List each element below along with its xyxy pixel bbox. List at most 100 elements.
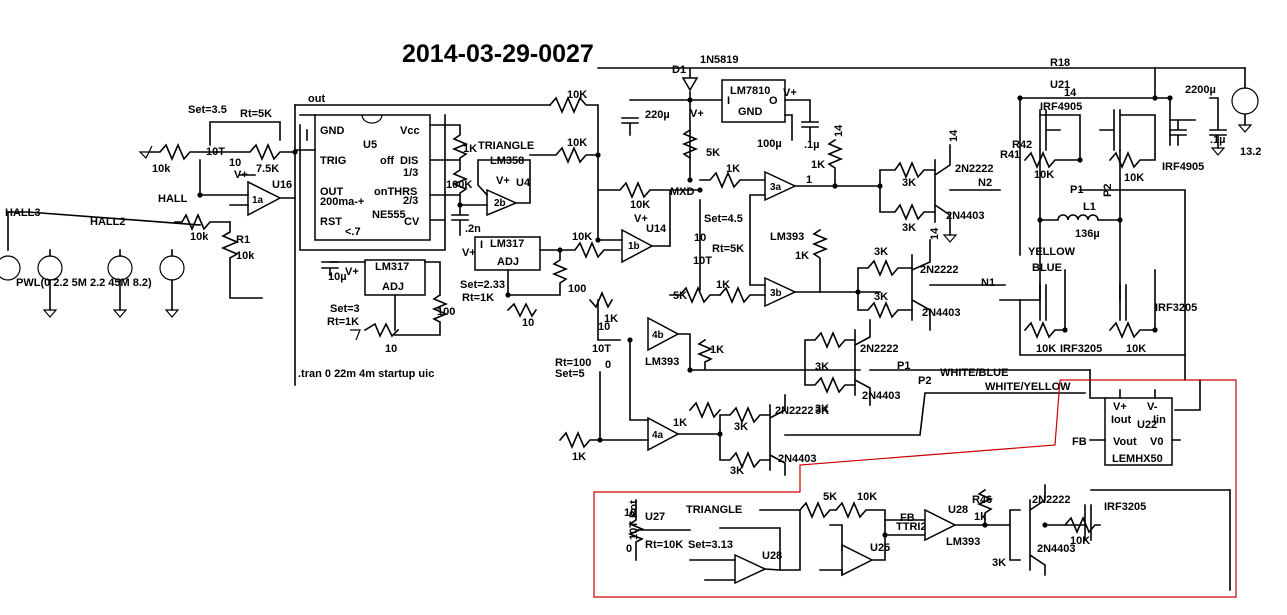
label-r1k-i: 1K xyxy=(572,451,586,463)
label-two-third: 2/3 xyxy=(403,195,418,207)
label-r10-b: 10 xyxy=(385,343,397,355)
label-dis: DIS xyxy=(400,155,418,167)
label-r1k-b: 1K xyxy=(726,163,740,175)
label-lm7810-vplus: V+ xyxy=(783,87,797,99)
label-oa3a: 3a xyxy=(770,182,782,193)
label-l1: L1 xyxy=(1083,201,1096,213)
label-r10k-top: 10K xyxy=(567,89,587,101)
label-lm358: LM358 xyxy=(490,155,524,167)
label-v0: V0 xyxy=(1150,436,1163,448)
label-r3k-i: 3K xyxy=(815,405,829,417)
label-r10k-a: 10k xyxy=(152,163,171,175)
label-lm317a-vplus: V+ xyxy=(462,247,476,259)
ne555-section: GND Vcc U5 TRIG off DIS 1/3 OUT onTHRS 2… xyxy=(294,89,599,355)
label-ne555: NE555 xyxy=(372,209,406,221)
label-r3k-a: 3K xyxy=(902,177,916,189)
label-r10k-g: 10K xyxy=(1126,343,1146,355)
label-irf3205-b: IRF3205 xyxy=(1060,343,1102,355)
label-r3k-e: 3K xyxy=(815,361,829,373)
label-r0b: 0 xyxy=(626,543,632,555)
label-r10-a: 10 xyxy=(229,157,241,169)
label-vcc: Vcc xyxy=(400,125,420,137)
label-2n4403-e: 2N4403 xyxy=(1037,543,1076,555)
label-r10k-h: 10K xyxy=(857,491,877,503)
label-u14-vplus: V+ xyxy=(634,213,648,225)
label-fb: FB xyxy=(1072,436,1087,448)
label-set35: Set=3.5 xyxy=(188,104,227,116)
label-10t-c: 10T xyxy=(693,255,712,267)
label-c1u: .1µ xyxy=(804,139,820,151)
label-u16: U16 xyxy=(272,179,292,191)
label-vout: Vout xyxy=(1113,436,1137,448)
label-gnd-reg: GND xyxy=(738,106,763,118)
power-stage-section: R18 U21 14 IRF4905 R42 R41 10K 10K IRF49… xyxy=(999,57,1261,381)
label-2n2222-a: 2N2222 xyxy=(955,163,994,175)
label-r10k-c: 10k xyxy=(236,250,255,262)
label-lm317b-vplus: V+ xyxy=(345,266,359,278)
label-iin: Iin xyxy=(1153,414,1166,426)
label-r1k-e: 1K xyxy=(795,250,809,262)
label-r41: R41 xyxy=(1000,149,1020,161)
label-r10-e: 10 xyxy=(624,507,636,519)
label-set3: Set=3 xyxy=(330,303,360,315)
label-r75k: 7.5K xyxy=(256,163,279,175)
label-r1k-a: 1K xyxy=(463,143,477,155)
label-14-c: 14 xyxy=(948,129,960,142)
label-p1b: P1 xyxy=(897,360,910,372)
label-blue: BLUE xyxy=(1032,262,1062,274)
label-r42: R42 xyxy=(1012,139,1032,151)
label-p1: P1 xyxy=(1070,184,1083,196)
label-irf3205-a: IRF3205 xyxy=(1155,302,1197,314)
label-10t-d: 10T xyxy=(592,343,611,355)
junction-dot xyxy=(1152,327,1158,333)
lm317-adj-section: LM317 ADJ I V+ Set=2.33 Rt=1K 100 10 10K… xyxy=(460,54,1246,329)
label-2n2222-b: 2N2222 xyxy=(920,264,959,276)
label-set313: Set=3.13 xyxy=(688,539,733,551)
label-14-u21: 14 xyxy=(1064,87,1077,99)
label-r10k-f: 10K xyxy=(1036,343,1056,355)
label-2n4403-c: 2N4403 xyxy=(862,390,901,402)
label-r1k-c: 1K xyxy=(811,159,825,171)
label-r3k-c: 3K xyxy=(874,246,888,258)
label-r10k-d: 10K xyxy=(1034,169,1054,181)
junction-dot xyxy=(687,367,693,373)
junction-dot xyxy=(595,152,601,158)
label-white-blue: WHITE/BLUE xyxy=(940,367,1008,379)
label-c10u: 10µ xyxy=(328,271,347,283)
label-2n4403-b: 2N4403 xyxy=(922,307,961,319)
label-200ma: 200ma-+ xyxy=(320,196,364,208)
junction-dots xyxy=(197,95,1173,538)
label-u14: U14 xyxy=(646,223,667,235)
label-1n5819: 1N5819 xyxy=(700,54,739,66)
label-r10k-e: 10K xyxy=(1124,172,1144,184)
label-irf4905-b: IRF4905 xyxy=(1162,161,1204,173)
label-hall3: HALL3 xyxy=(5,207,40,219)
label-r10k-fb: 10K xyxy=(630,199,650,211)
junction-dot xyxy=(982,522,988,528)
label-u22: U22 xyxy=(1137,419,1157,431)
label-hall2: HALL2 xyxy=(90,216,125,228)
junction-dot xyxy=(1017,95,1023,101)
label-oa1b: 1b xyxy=(628,241,640,252)
label-r10k-i: 10K xyxy=(1070,535,1090,547)
label-n1: N1 xyxy=(981,277,995,289)
label-2n4403-d: 2N4403 xyxy=(778,453,817,465)
label-lm7810-i: I xyxy=(727,95,730,107)
label-r3k-b: 3K xyxy=(902,222,916,234)
junction-dot xyxy=(855,289,861,295)
label-r100k: 100K xyxy=(446,179,472,191)
label-ttri2: TTRI2 xyxy=(896,521,927,533)
label-lem-vminus: V- xyxy=(1147,401,1158,413)
junction-dot xyxy=(557,247,563,253)
label-u4-vplus: V+ xyxy=(496,175,510,187)
label-u25: U25 xyxy=(870,542,890,554)
label-r1k-d: 1K xyxy=(716,279,730,291)
label-lemhx50: LEMHX50 xyxy=(1112,453,1163,465)
junction-dot xyxy=(1117,217,1123,223)
junction-dot xyxy=(627,337,633,343)
label-14-a: 14 xyxy=(833,124,845,137)
label-lm393: LM393 xyxy=(770,231,804,243)
label-r10-d: 10 xyxy=(598,321,610,333)
label-oa4b: 4b xyxy=(652,330,664,341)
label-r5k-b: 5K xyxy=(673,290,687,302)
